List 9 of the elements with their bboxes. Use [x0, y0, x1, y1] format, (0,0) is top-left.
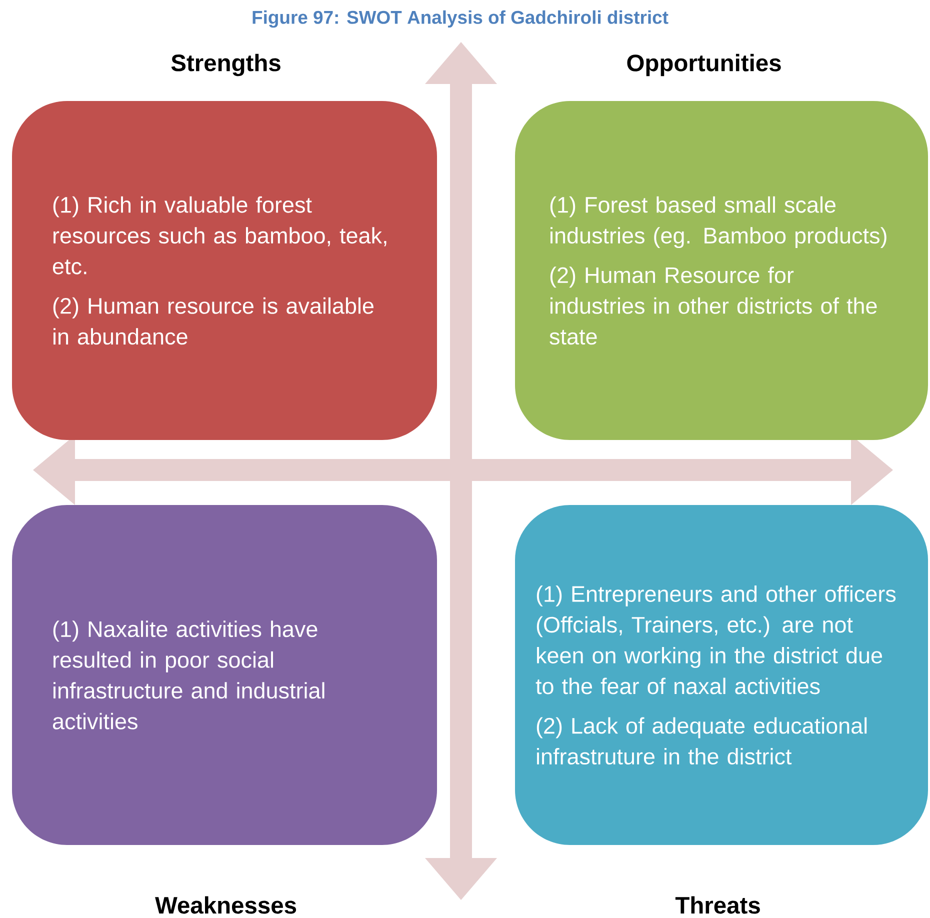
swot-box: (1) Rich in valuable forest resources such as bamboo, teak, etc. (2) Human resource is available in abundance	[12, 101, 437, 440]
swot-box: (1) Naxalite activities have resulted in poor social infrastructure and industrial activities	[12, 505, 437, 845]
quadrant-heading: Weaknesses	[155, 896, 296, 914]
quadrant-heading: Threats	[675, 896, 760, 914]
quadrant-heading: Opportunities	[627, 54, 781, 76]
quadrant-heading: Strengths	[171, 54, 280, 76]
swot-box: (1) Forest based small scale industries (eg. Bamboo products) (2) Human Resource for industries in other districts of the state	[515, 101, 928, 440]
swot-box: (1) Entrepreneurs and other officers (Offcials, Trainers, etc.) are not keen on working in the district due to the fear of naxal activities (2) Lack of adequate educational infrastruture in the district	[515, 505, 928, 845]
figure-title: Figure 97: SWOT Analysis of Gadchiroli district	[252, 10, 668, 28]
